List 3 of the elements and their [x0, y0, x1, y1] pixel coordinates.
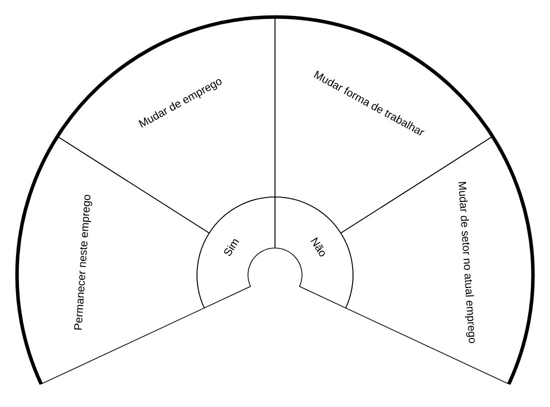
sector: Sim: [196, 196, 276, 308]
sector: Permanecer neste emprego: [15, 136, 210, 385]
sector: Mudar de setor no atual emprego: [340, 136, 535, 385]
